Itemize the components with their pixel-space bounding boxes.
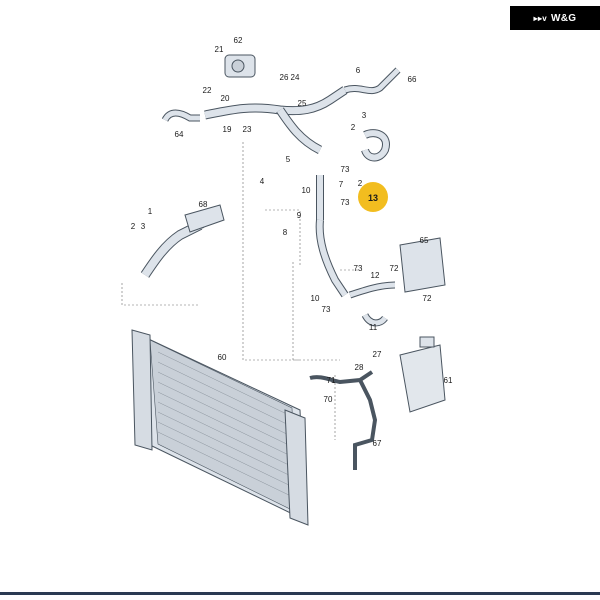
callout-label-11: 11 <box>369 323 378 332</box>
callout-label-27: 27 <box>373 350 382 359</box>
callout-label-62: 62 <box>234 36 243 45</box>
callout-label-72b: 72 <box>423 294 432 303</box>
callout-label-67: 67 <box>373 439 382 448</box>
callout-label-4: 4 <box>260 177 265 186</box>
pipe-connector-68 <box>184 204 225 233</box>
callout-label-6: 6 <box>356 66 361 75</box>
callout-label-60: 60 <box>218 353 227 362</box>
callout-label-64: 64 <box>175 130 184 139</box>
callout-label-25: 25 <box>298 99 307 108</box>
expansion-tank <box>399 336 446 413</box>
callout-label-73d: 73 <box>322 305 331 314</box>
callout-label-12: 12 <box>371 271 380 280</box>
callout-label-3: 3 <box>362 111 367 120</box>
callout-label-2b: 2 <box>358 179 363 188</box>
radiator <box>131 329 309 526</box>
callout-label-73c: 73 <box>354 264 363 273</box>
callout-label-71: 71 <box>327 376 336 385</box>
callout-label-23: 23 <box>243 125 252 134</box>
logo-mark-icon: ▸▸v <box>533 13 548 23</box>
callout-label-72a: 72 <box>390 264 399 273</box>
highlight-marker[interactable]: 13 <box>358 182 388 212</box>
callout-label-10a: 10 <box>302 186 311 195</box>
brand-logo-badge: ▸▸v W&G <box>510 6 600 30</box>
callout-label-8: 8 <box>283 228 288 237</box>
callout-label-5: 5 <box>286 155 291 164</box>
logo-text: W&G <box>551 12 577 24</box>
callout-label-2c: 2 <box>131 222 136 231</box>
oil-cooler <box>399 237 446 293</box>
thermostat-housing <box>224 54 256 78</box>
callout-label-2a: 2 <box>351 123 356 132</box>
callout-label-3b: 3 <box>141 222 146 231</box>
callout-label-70: 70 <box>324 395 333 404</box>
callout-label-19: 19 <box>223 125 232 134</box>
callout-label-73b: 73 <box>341 198 350 207</box>
callout-label-9: 9 <box>297 211 302 220</box>
callout-label-65: 65 <box>420 236 429 245</box>
callout-label-21: 21 <box>215 45 224 54</box>
callout-label-68: 68 <box>199 200 208 209</box>
dashed-guide-lines <box>121 142 360 440</box>
callout-label-10b: 10 <box>311 294 320 303</box>
callout-label-20: 20 <box>221 94 230 103</box>
callout-label-73a: 73 <box>341 165 350 174</box>
highlight-label: 13 <box>368 193 378 203</box>
callout-label-61: 61 <box>444 376 453 385</box>
callout-label-7: 7 <box>339 180 344 189</box>
callout-label-28: 28 <box>355 363 364 372</box>
callout-label-26: 26 <box>280 73 289 82</box>
callout-label-1: 1 <box>148 207 153 216</box>
bottom-bar <box>0 592 600 595</box>
callout-label-22: 22 <box>203 86 212 95</box>
callout-label-66: 66 <box>408 75 417 84</box>
callout-label-24: 24 <box>291 73 300 82</box>
